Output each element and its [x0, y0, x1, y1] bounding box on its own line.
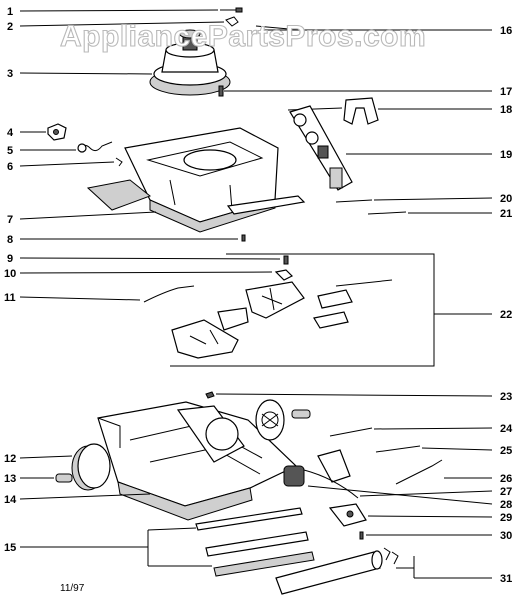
callout-27: 27 [500, 486, 512, 498]
callout-29: 29 [500, 512, 512, 524]
callout-5: 5 [7, 145, 13, 157]
part-8-screw [241, 234, 246, 242]
part-6-screw [115, 157, 123, 167]
part-5-spring [77, 141, 113, 153]
rear-wheel [255, 399, 311, 441]
part-20-strip [335, 199, 373, 203]
part-16-rod [255, 25, 301, 31]
callout-3: 3 [7, 68, 13, 80]
callout-16: 16 [500, 25, 512, 37]
footer-date: 11/97 [60, 583, 85, 594]
part-drawings [47, 7, 443, 595]
part-15-brush-strips [195, 507, 315, 577]
callout-15: 15 [4, 542, 16, 554]
callout-22: 22 [500, 309, 512, 321]
part-14-base [97, 401, 298, 521]
callout-17: 17 [500, 86, 512, 98]
callout-14: 14 [4, 494, 17, 506]
part-13-axle [55, 473, 73, 483]
leader-lines [19, 9, 493, 579]
part-29-holder [328, 503, 367, 527]
callout-26: 26 [500, 473, 512, 485]
part-25-strip [375, 445, 421, 453]
callout-23: 23 [500, 391, 512, 403]
callout-9: 9 [7, 253, 13, 265]
callout-30: 30 [500, 530, 512, 542]
callout-24: 24 [500, 423, 513, 435]
callout-28: 28 [500, 499, 512, 511]
callout-7: 7 [7, 214, 13, 226]
part-3-motor-cover [149, 29, 231, 96]
callout-18: 18 [500, 104, 512, 116]
part-26-belt [395, 459, 443, 485]
callout-6: 6 [7, 161, 13, 173]
part-22-latch-group [143, 255, 393, 359]
part-12-wheel [71, 443, 111, 491]
part-31-agitator [275, 547, 399, 595]
part-24-strip [329, 427, 373, 437]
callout-31: 31 [500, 573, 512, 585]
callout-8: 8 [7, 234, 13, 246]
part-21-strip [367, 211, 407, 215]
part-19-brush-assembly [287, 105, 353, 191]
part-17-pin [218, 85, 224, 97]
part-27-belt [283, 449, 359, 499]
part-4-bracket [47, 123, 67, 141]
callout-12: 12 [4, 453, 16, 465]
callout-20: 20 [500, 193, 512, 205]
callout-25: 25 [500, 445, 512, 457]
callout-4: 4 [7, 127, 14, 139]
part-23-screw [205, 391, 215, 399]
callout-2: 2 [7, 21, 13, 33]
callout-13: 13 [4, 473, 16, 485]
part-18-latch [343, 97, 379, 125]
watermark: AppliancePartsPros.com [60, 20, 426, 53]
callout-19: 19 [500, 149, 512, 161]
callout-numbers: 1 2 3 4 5 6 7 8 9 10 11 12 13 14 15 16 1… [4, 6, 513, 585]
part-2-clip [225, 16, 239, 27]
callout-1: 1 [7, 6, 13, 18]
part-7-housing [86, 127, 306, 233]
callout-11: 11 [4, 292, 16, 304]
part-30-pin [359, 531, 364, 540]
callout-21: 21 [500, 208, 512, 220]
part-1-screw [220, 7, 243, 13]
callout-10: 10 [4, 268, 16, 280]
